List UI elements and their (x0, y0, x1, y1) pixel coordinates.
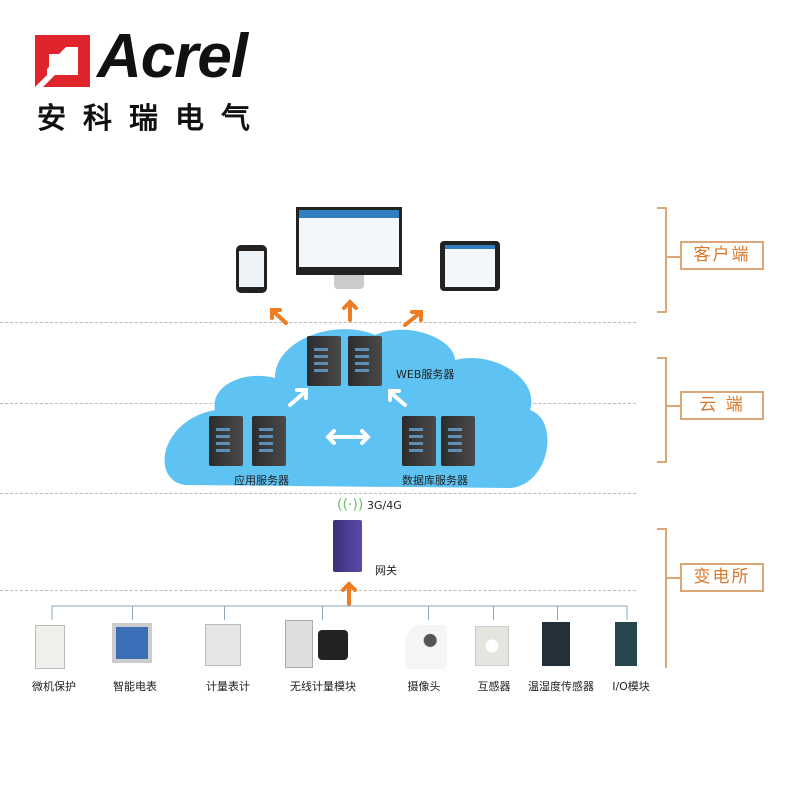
web-server-icon (348, 336, 382, 386)
device-label: 温湿度传感器 (528, 680, 594, 693)
db-server-label: 数据库服务器 (402, 474, 468, 487)
divider (0, 493, 636, 494)
web-server-icon (307, 336, 341, 386)
divider (0, 322, 636, 323)
logo-mark-icon (35, 35, 90, 87)
db-server-icon (441, 416, 475, 466)
device-label: 互感器 (477, 680, 511, 693)
arrow-up-icon (341, 581, 357, 606)
camera-icon (405, 625, 447, 669)
layer-tag-cloud: 云 端 (680, 391, 764, 420)
device-label: 微机保护 (32, 680, 76, 693)
bracket (657, 207, 667, 313)
bus-drop (557, 606, 558, 620)
device-label: I/O模块 (612, 680, 650, 693)
logo-chinese: 安科瑞电气 (37, 101, 268, 135)
wifi-icon: ((·)) (337, 497, 364, 513)
double-arrow-icon (325, 429, 371, 445)
layer-tag-client: 客户端 (680, 241, 764, 270)
io-module-icon (615, 622, 637, 666)
arrow-up-icon (403, 310, 423, 327)
bracket-stem (667, 405, 680, 407)
protection-relay-icon (35, 625, 65, 669)
energy-meter-icon (205, 624, 241, 666)
device-label: 智能电表 (113, 680, 157, 693)
bus-drop (132, 606, 133, 620)
bracket-stem (667, 256, 680, 258)
divider (0, 590, 636, 591)
device-label: 摄像头 (407, 680, 441, 693)
bracket (657, 357, 667, 463)
tablet-icon (440, 241, 500, 291)
gateway-label: 网关 (375, 564, 397, 577)
bus-drop (428, 606, 429, 620)
arrow-up-icon (342, 299, 358, 322)
arrow-icon (288, 388, 308, 407)
logo: Acrel 安科瑞电气 (35, 22, 295, 135)
wireless-module-icon (285, 620, 313, 668)
bus-drop (493, 606, 494, 620)
app-server-icon (252, 416, 286, 466)
db-server-icon (402, 416, 436, 466)
bracket-stem (667, 577, 680, 579)
layer-tag-substation: 变电所 (680, 563, 764, 592)
device-label: 计量表计 (206, 680, 250, 693)
logo-brand: Acrel (97, 22, 248, 91)
transformer-icon (475, 626, 509, 666)
bus-drop (322, 606, 323, 620)
bus-line (51, 605, 628, 620)
monitor-icon (296, 207, 402, 291)
arrow-up-icon (270, 308, 288, 325)
gateway-icon (333, 520, 362, 572)
phone-icon (236, 245, 267, 293)
smart-meter-icon (112, 623, 152, 663)
device-label: 无线计量模块 (290, 680, 356, 693)
app-server-label: 应用服务器 (234, 474, 289, 487)
app-server-icon (209, 416, 243, 466)
clamp-sensor-icon (318, 630, 348, 660)
web-server-label: WEB服务器 (396, 368, 455, 381)
arrow-icon (388, 389, 407, 407)
bus-drop (224, 606, 225, 620)
bracket (657, 528, 667, 668)
network-label: 3G/4G (367, 499, 402, 512)
humidity-sensor-icon (542, 622, 570, 666)
